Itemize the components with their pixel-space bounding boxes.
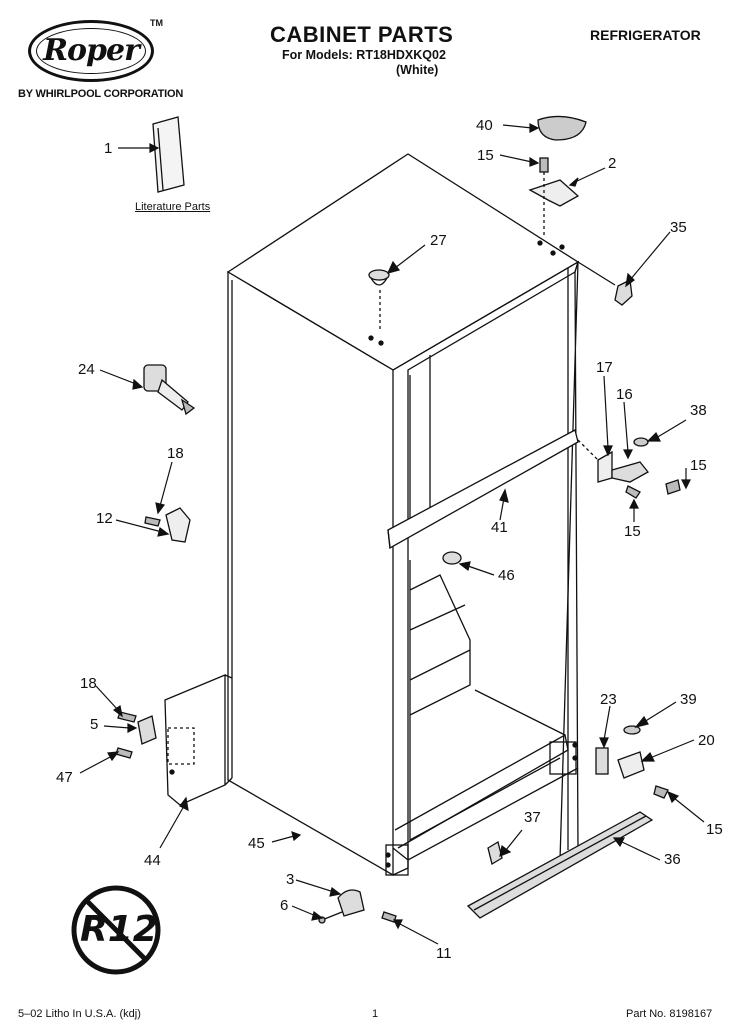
callout-3: 3: [286, 871, 295, 888]
callout-2: 2: [608, 155, 617, 172]
callout-38: 38: [690, 402, 707, 419]
grille-clip-part: [487, 840, 503, 866]
callout-6: 6: [280, 897, 289, 914]
callout-18: 18: [80, 675, 97, 692]
door-stop-part: [143, 364, 196, 416]
callout-15: 15: [477, 147, 494, 164]
callout-40: 40: [476, 117, 493, 134]
literature-parts-label: Literature Parts: [135, 201, 211, 213]
callout-37: 37: [524, 809, 541, 826]
callout-12: 12: [96, 510, 113, 527]
callout-15: 15: [706, 821, 723, 838]
callout-23: 23: [600, 691, 617, 708]
callout-44: 44: [144, 852, 161, 869]
callout-20: 20: [698, 732, 715, 749]
callout-27: 27: [430, 232, 447, 249]
callout-18: 18: [167, 445, 184, 462]
hinge-cover-part: [537, 115, 587, 141]
callout-17: 17: [596, 359, 613, 376]
callout-39: 39: [680, 691, 697, 708]
no-r12-stamp: [71, 885, 161, 975]
footer-litho: 5–02 Litho In U.S.A. (kdj): [18, 1008, 141, 1020]
leveling-parts: [318, 889, 397, 924]
toe-grille-part: [466, 811, 654, 919]
callout-45: 45: [248, 835, 265, 852]
callout-16: 16: [616, 386, 633, 403]
callout-46: 46: [498, 567, 515, 584]
callout-15: 15: [690, 457, 707, 474]
center-hinge-part: [577, 437, 681, 499]
r12-stamp-text: R12: [80, 909, 158, 950]
brand-name: Roper: [43, 33, 140, 68]
top-hinge-part: [528, 157, 580, 235]
model-color: (White): [396, 63, 439, 77]
footer-part-number: Part No. 8198167: [626, 1008, 713, 1020]
leader-lines: [79, 123, 705, 945]
plug-46-part: [442, 551, 462, 565]
lower-right-hinge-part: [595, 725, 669, 799]
hinge-pin-part: [577, 261, 633, 306]
callout-11: 11: [436, 945, 452, 962]
lower-hinge-bracket-part: [115, 674, 233, 806]
trademark-mark: TM: [150, 18, 163, 28]
roper-logo: Roper: [28, 20, 154, 82]
callout-36: 36: [664, 851, 681, 868]
callout-47: 47: [56, 769, 73, 786]
page-title: CABINET PARTS: [270, 22, 454, 47]
brand-byline: BY WHIRLPOOL CORPORATION: [18, 88, 184, 100]
left-bracket-part: [144, 507, 191, 543]
plug-button-part: [368, 269, 390, 330]
model-numbers: For Models: RT18HDXKQ02: [282, 48, 446, 62]
literature-book-part: [152, 116, 185, 193]
callout-35: 35: [670, 219, 687, 236]
footer-page-number: 1: [372, 1008, 379, 1020]
callout-24: 24: [78, 361, 95, 378]
callout-1: 1: [104, 140, 113, 157]
appliance-type: REFRIGERATOR: [590, 27, 701, 43]
callout-5: 5: [90, 716, 99, 733]
callout-15: 15: [624, 523, 641, 540]
callout-41: 41: [491, 519, 508, 536]
